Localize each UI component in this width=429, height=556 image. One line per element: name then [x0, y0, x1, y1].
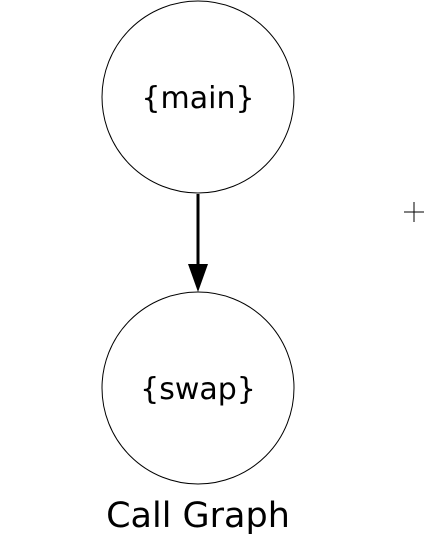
- diagram-title: Call Graph: [106, 496, 290, 536]
- edge-main-to-swap: [188, 194, 208, 292]
- node-main-label: {main}: [141, 81, 254, 116]
- edge-main-to-swap-arrowhead: [188, 264, 208, 292]
- node-swap[interactable]: {swap}: [101, 291, 295, 485]
- node-main-circle: [101, 0, 295, 194]
- node-swap-label: {swap}: [140, 372, 256, 407]
- crosshair-icon: [404, 202, 424, 222]
- node-main[interactable]: {main}: [101, 0, 295, 194]
- node-swap-circle: [101, 291, 295, 485]
